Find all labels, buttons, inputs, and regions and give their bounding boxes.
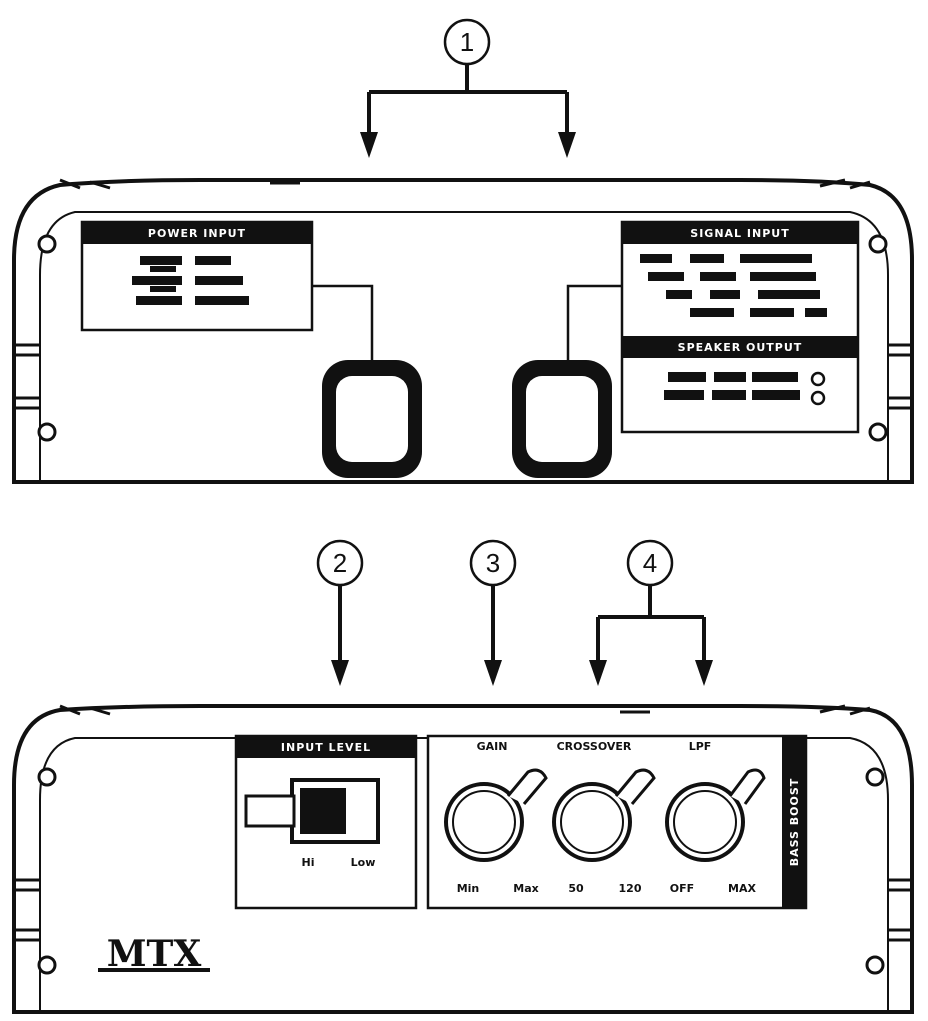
gain-max-label: Max: [513, 882, 538, 895]
arrow-head-2: [331, 660, 349, 686]
screw-icon: [37, 767, 57, 787]
crossover-knob[interactable]: [552, 768, 656, 862]
arrow-head-3: [484, 660, 502, 686]
speaker-output-header: SPEAKER OUTPUT: [678, 341, 803, 354]
gain-knob[interactable]: [444, 768, 548, 862]
input-level-hi-label: Hi: [302, 856, 315, 869]
brand-logo: MTX: [98, 930, 210, 975]
power-terminal-block: [322, 360, 422, 478]
gain-label: GAIN: [477, 740, 508, 753]
screw-icon: [37, 234, 57, 254]
lpf-max-label: MAX: [728, 882, 756, 895]
signal-input-header: SIGNAL INPUT: [690, 227, 789, 240]
callout-3-number: 3: [486, 548, 500, 578]
arrow-head-4-left: [589, 660, 607, 686]
callout-4-number: 4: [643, 548, 657, 578]
bass-boost-side-label: BASS BOOST: [788, 778, 801, 867]
callout-2-number: 2: [333, 548, 347, 578]
lpf-label: LPF: [689, 740, 712, 753]
callout-1-arrows: [367, 64, 569, 138]
crossover-max-label: 120: [619, 882, 642, 895]
callout-1: 1: [443, 18, 491, 66]
callout-2: 2: [316, 539, 364, 587]
power-input-header: POWER INPUT: [148, 227, 246, 240]
lpf-min-label: OFF: [670, 882, 694, 895]
screw-icon: [37, 955, 57, 975]
gain-min-label: Min: [457, 882, 480, 895]
speaker-terminal-marks: [664, 371, 826, 406]
power-input-block: POWER INPUT: [80, 220, 314, 332]
arrow-head-left: [360, 132, 378, 158]
screw-icon: [37, 422, 57, 442]
crossover-label: CROSSOVER: [557, 740, 632, 753]
screw-icon: [868, 422, 888, 442]
input-level-header: INPUT LEVEL: [281, 741, 371, 754]
controls-block: BASS BOOST GAIN CROSSOVER LPF Min Max 50…: [426, 734, 808, 910]
power-terminal-marks: [132, 256, 249, 305]
signal-terminal-marks: [640, 254, 827, 317]
crossover-min-label: 50: [568, 882, 584, 895]
signal-input-block: SIGNAL INPUT SPEAKER OUTPUT: [620, 220, 860, 434]
callout-3: 3: [469, 539, 517, 587]
screw-icon: [865, 767, 885, 787]
lpf-knob[interactable]: [665, 768, 766, 862]
arrow-head-right: [558, 132, 576, 158]
input-level-block: INPUT LEVEL Hi Low: [234, 734, 418, 910]
callout-4: 4: [626, 539, 674, 587]
callout-1-number: 1: [460, 27, 474, 57]
arrow-head-4-right: [695, 660, 713, 686]
screw-icon: [865, 955, 885, 975]
speaker-terminal-block: [512, 360, 612, 478]
input-level-low-label: Low: [351, 856, 376, 869]
screw-icon: [868, 234, 888, 254]
